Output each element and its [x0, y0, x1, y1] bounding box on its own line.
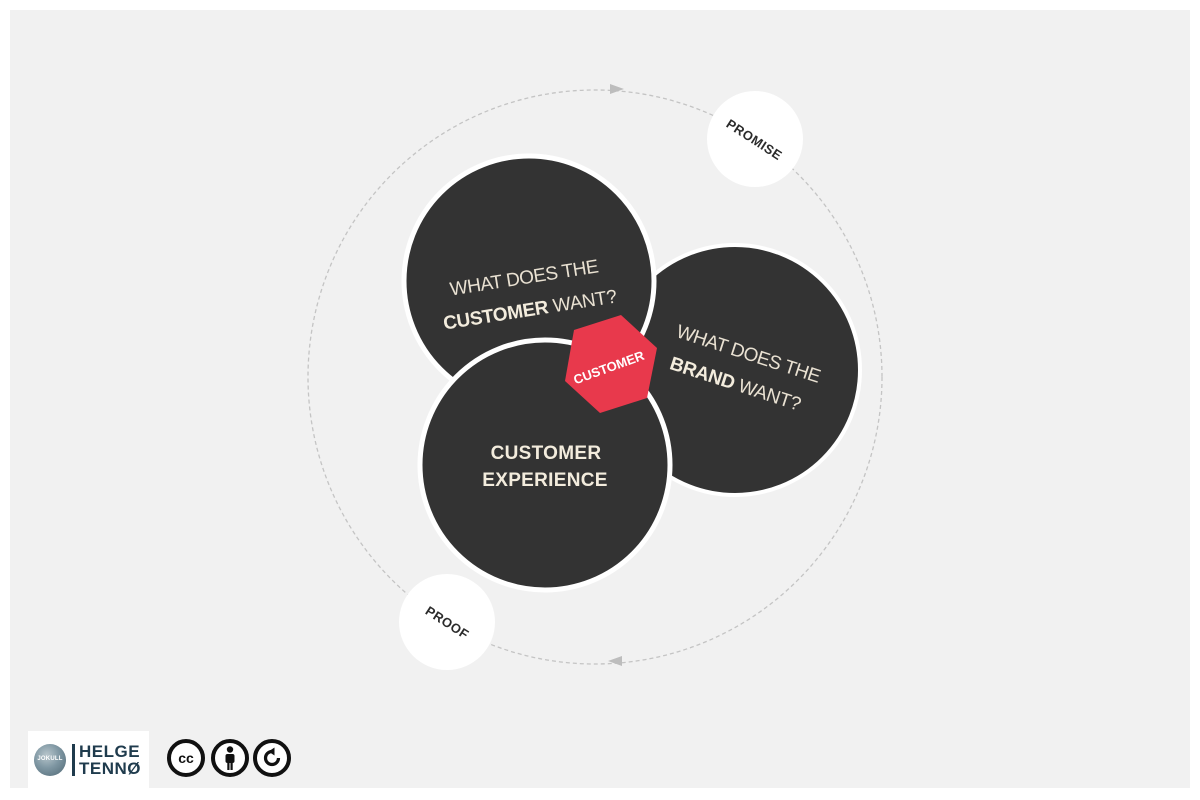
proof-node: [399, 574, 495, 670]
author-logo[interactable]: JOKULL HELGE TENNØ: [28, 731, 149, 789]
customer-hexagon: [565, 315, 657, 413]
emblem-text: JOKULL: [37, 756, 63, 762]
customer-experience-line2: EXPERIENCE: [482, 470, 607, 491]
customer-experience-line1: CUSTOMER: [491, 443, 602, 464]
arrow-top-icon: [610, 84, 624, 94]
person-glyph: [225, 746, 235, 770]
canvas-background: PROMISE PROOF CUSTOMER WHAT DOES THE CUS…: [10, 10, 1190, 788]
jokull-emblem-icon: JOKULL: [34, 744, 66, 776]
cycle-ring: [307, 89, 883, 665]
share-alike-glyph: [263, 747, 281, 767]
customer-experience-diagram: PROMISE PROOF CUSTOMER WHAT DOES THE CUS…: [307, 84, 883, 670]
attribution-person-icon[interactable]: [211, 739, 249, 777]
logo-name-line1: HELGE: [79, 742, 141, 761]
arrow-bottom-icon: [608, 656, 622, 666]
creative-commons-icon[interactable]: cc: [167, 739, 205, 777]
promise-node: [707, 91, 803, 187]
cc-label: cc: [178, 750, 194, 766]
logo-divider: [72, 744, 75, 776]
share-alike-icon[interactable]: [253, 739, 291, 777]
logo-name-line2: TENNØ: [79, 759, 141, 778]
